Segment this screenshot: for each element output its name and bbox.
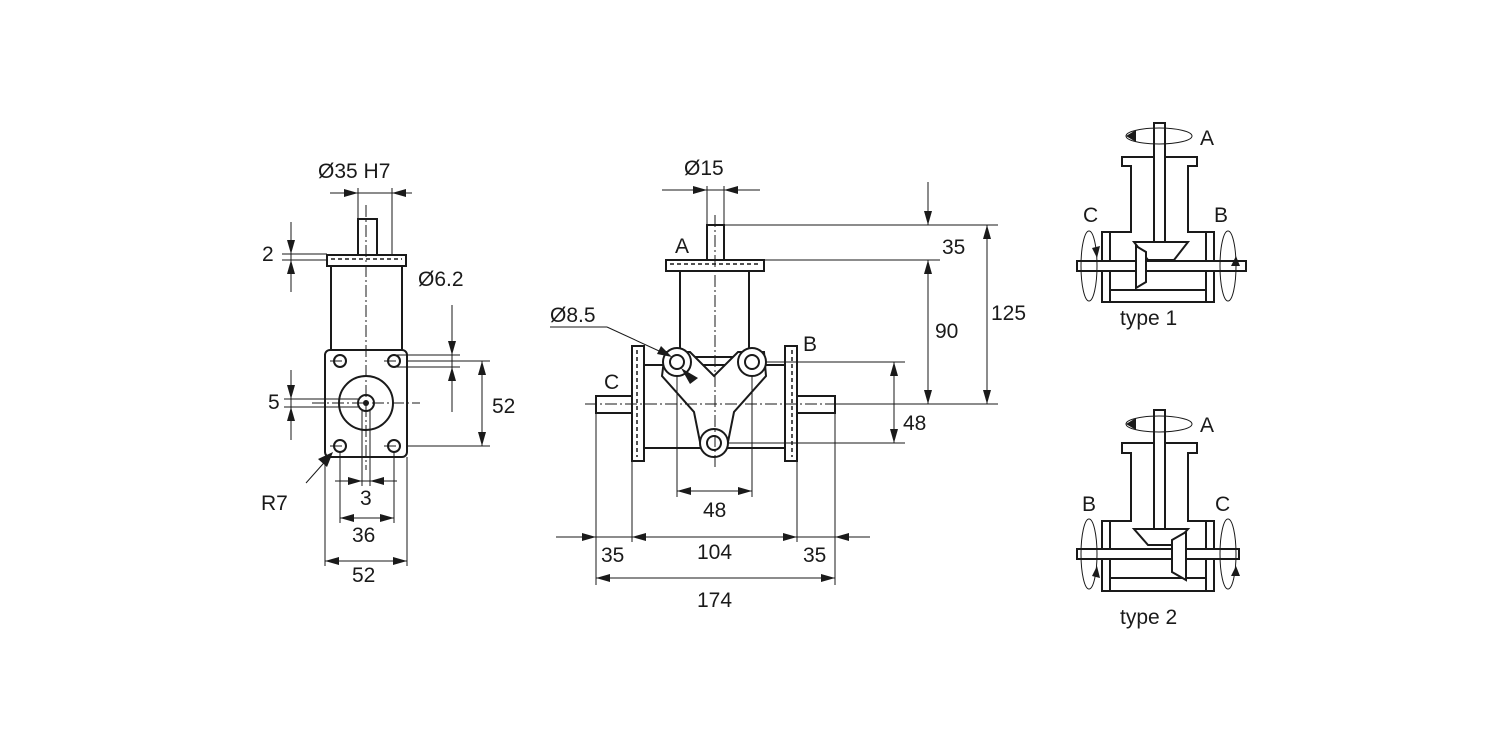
front-shaft-dia: Ø15 xyxy=(684,157,724,180)
front-label-b: B xyxy=(803,333,817,356)
type1-label-b: B xyxy=(1214,204,1228,227)
front-dim-35-top: 35 xyxy=(942,236,965,259)
type1-label-c: C xyxy=(1083,204,1098,227)
front-dim-48-bottom: 48 xyxy=(703,499,726,522)
front-view: A B C Ø15 Ø8.5 35 90 125 xyxy=(550,157,1026,612)
type1-label-a: A xyxy=(1200,127,1214,150)
type1-shaft-a xyxy=(1153,122,1166,247)
type2-gear-side xyxy=(1171,530,1187,582)
type1-caption: type 1 xyxy=(1120,307,1177,330)
side-hole-dia: Ø6.2 xyxy=(418,268,464,291)
type2-shaft-a xyxy=(1153,409,1166,536)
side-hole-spacing: 36 xyxy=(352,524,375,547)
front-dim-48-right: 48 xyxy=(903,412,926,435)
boss-bottom xyxy=(699,428,729,458)
front-dim-90: 90 xyxy=(935,320,958,343)
side-keyway-height: 5 xyxy=(268,391,280,414)
side-flange-thickness: 2 xyxy=(262,243,274,266)
front-hole-dia: Ø8.5 xyxy=(550,304,596,327)
front-dim-104: 104 xyxy=(697,541,732,564)
front-dim-125: 125 xyxy=(991,302,1026,325)
boss-right xyxy=(737,347,767,377)
type2-label-b: B xyxy=(1082,493,1096,516)
type1-shaft-bc xyxy=(1076,260,1247,272)
type2-caption: type 2 xyxy=(1120,606,1177,629)
front-dim-35-left: 35 xyxy=(601,544,624,567)
type2-label-c: C xyxy=(1215,493,1230,516)
front-label-c: C xyxy=(604,371,619,394)
type2-label-a: A xyxy=(1200,414,1214,437)
type1-schematic: A C B type 1 xyxy=(1076,122,1247,330)
front-label-a: A xyxy=(675,235,689,258)
front-dim-174: 174 xyxy=(697,589,732,612)
type1-gear-side xyxy=(1135,244,1147,290)
side-view: Ø35 H7 2 Ø6.2 52 5 R7 xyxy=(261,160,515,587)
side-keyway-width: 3 xyxy=(360,487,372,510)
side-height: 52 xyxy=(492,395,515,418)
side-bore-label: Ø35 H7 xyxy=(318,160,390,183)
side-corner-radius: R7 xyxy=(261,492,288,515)
side-width: 52 xyxy=(352,564,375,587)
type2-shaft-bc xyxy=(1076,548,1240,560)
front-dim-35-right: 35 xyxy=(803,544,826,567)
side-shaft xyxy=(357,218,378,256)
type2-schematic: A B C type 2 xyxy=(1076,409,1240,629)
